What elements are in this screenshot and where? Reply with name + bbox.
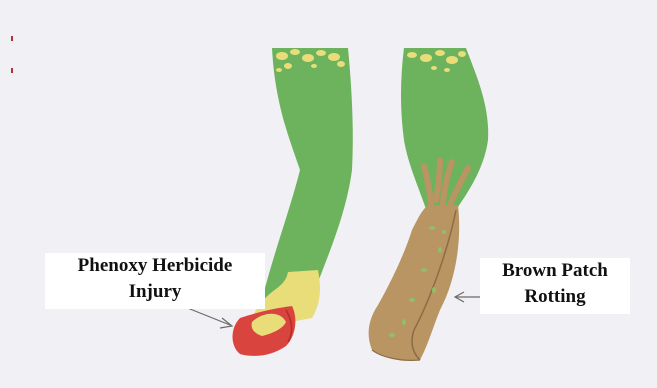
left-leaf-green-blade [262, 48, 353, 300]
margin-mark [11, 68, 13, 73]
right-leaf-brown-rot [369, 205, 460, 361]
brown-patch-label: Brown Patch Rotting [480, 258, 630, 314]
phenoxy-label-line1: Phenoxy Herbicide [45, 253, 265, 279]
phenoxy-label-line2: Injury [45, 279, 265, 305]
brown-patch-label-line2: Rotting [480, 284, 630, 310]
brown-patch-label-line1: Brown Patch [480, 258, 630, 284]
left-leaf [233, 48, 353, 356]
phenoxy-injury-label: Phenoxy Herbicide Injury [45, 253, 265, 309]
margin-mark [11, 36, 13, 41]
right-leaf [369, 48, 489, 361]
